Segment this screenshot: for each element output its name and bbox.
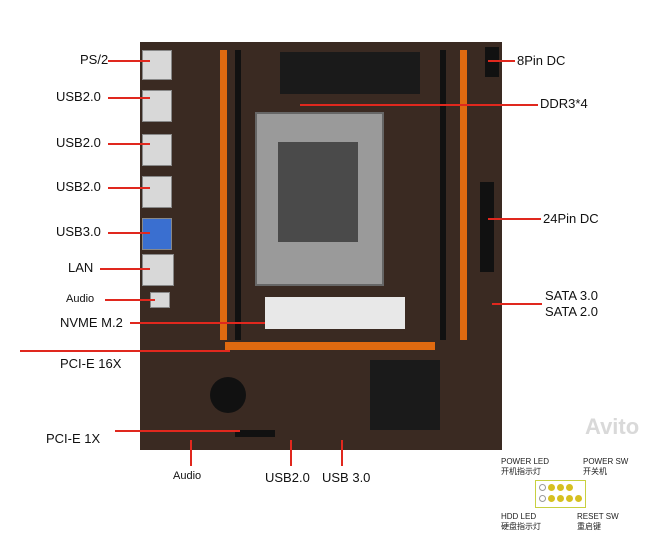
- ps2-port: [142, 50, 172, 80]
- reset-sw-label: RESET SW: [577, 512, 619, 521]
- usb3-port: [142, 218, 172, 250]
- nvme-slot: [265, 297, 405, 329]
- label-usb3-bottom: USB 3.0: [322, 470, 371, 485]
- pointer-line: [115, 430, 240, 432]
- pointer-line: [300, 104, 538, 106]
- usb-port: [142, 90, 172, 122]
- label-audio: Audio: [66, 293, 95, 305]
- label-pcie1x: PCI-E 1X: [46, 431, 101, 446]
- label-usb2: USB2.0: [56, 135, 101, 150]
- pointer-line: [108, 97, 150, 99]
- pin-header: [535, 480, 586, 508]
- hdd-led-cn-label: 硬盘指示灯: [501, 522, 541, 531]
- pcie-1x-slot: [235, 430, 275, 437]
- dimm-slot: [235, 50, 241, 340]
- label-sata3: SATA 3.0: [545, 288, 598, 303]
- 8pin-connector: [485, 47, 499, 77]
- 24pin-connector: [480, 182, 494, 272]
- label-usb3: USB3.0: [56, 224, 101, 239]
- label-sata2: SATA 2.0: [545, 304, 598, 319]
- chipset-heatsink: [370, 360, 440, 430]
- pointer-line: [100, 268, 150, 270]
- pointer-line: [108, 187, 150, 189]
- label-ddr3: DDR3*4: [540, 96, 588, 111]
- label-8pin: 8Pin DC: [517, 53, 566, 68]
- label-pcie16x: PCI-E 16X: [60, 356, 122, 371]
- reset-sw-cn-label: 重启键: [577, 522, 601, 531]
- power-led-label: POWER LED: [501, 457, 550, 466]
- pointer-line: [290, 440, 292, 466]
- pointer-line: [108, 60, 150, 62]
- label-audio-bottom: Audio: [173, 470, 202, 482]
- pointer-line: [105, 299, 155, 301]
- watermark: Avito: [585, 414, 640, 439]
- vrm-heatsink: [280, 52, 420, 94]
- label-lan: LAN: [68, 260, 94, 275]
- pointer-line: [488, 218, 541, 220]
- motherboard-image: [140, 42, 502, 450]
- dimm-slot: [440, 50, 446, 340]
- pointer-line: [20, 350, 230, 352]
- lan-port: [142, 254, 174, 286]
- power-sw-label: POWER SW: [583, 457, 629, 466]
- label-usb2: USB2.0: [56, 179, 101, 194]
- label-usb2: USB2.0: [56, 89, 101, 104]
- pcie-16x-slot: [225, 342, 435, 350]
- power-led-cn-label: 开机指示灯: [501, 467, 541, 476]
- power-sw-cn-label: 开关机: [583, 467, 607, 476]
- pointer-line: [108, 143, 150, 145]
- label-24pin: 24Pin DC: [543, 211, 599, 226]
- dimm-slot: [460, 50, 467, 340]
- pointer-line: [190, 440, 192, 466]
- front-panel-diagram: POWER LED 开机指示灯 POWER SW 开关机 HDD LED 硬盘指…: [495, 456, 645, 536]
- usb-port: [142, 134, 172, 166]
- pointer-line: [492, 303, 542, 305]
- usb-port: [142, 176, 172, 208]
- dimm-slot: [220, 50, 227, 340]
- pointer-line: [488, 60, 515, 62]
- pointer-line: [108, 232, 150, 234]
- pointer-line: [341, 440, 343, 466]
- label-nvme: NVME M.2: [60, 315, 123, 330]
- label-ps2: PS/2: [80, 52, 109, 67]
- label-usb2-bottom: USB2.0: [265, 470, 310, 485]
- hdd-led-label: HDD LED: [501, 512, 537, 521]
- cpu-socket-center: [278, 142, 358, 242]
- pointer-line: [130, 322, 265, 324]
- cmos-battery: [210, 377, 246, 413]
